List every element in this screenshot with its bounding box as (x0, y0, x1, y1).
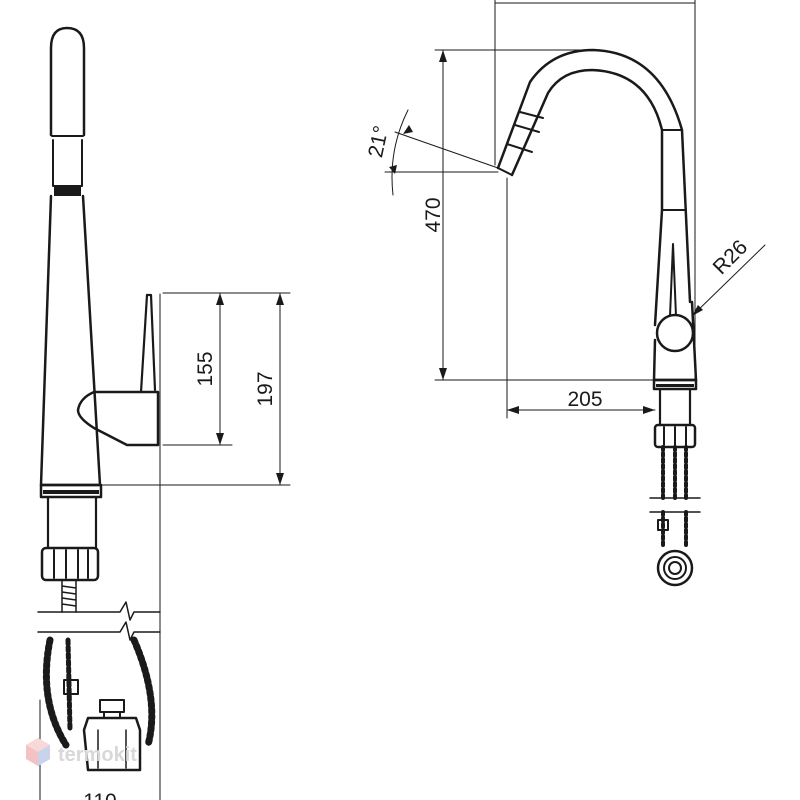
aerator (54, 186, 81, 196)
dim-110-label: 110 (83, 790, 116, 800)
dim-angle-label: 21° (364, 124, 393, 160)
watermark-text: termokit (58, 744, 137, 766)
hose-weight (82, 716, 142, 772)
faucet-body (39, 194, 102, 487)
lever-block (76, 390, 160, 447)
dim-155-label: 155 (194, 351, 217, 386)
hose-weight-front (656, 549, 694, 587)
dim-197-label: 197 (254, 371, 277, 406)
dim-205-label: 205 (567, 388, 602, 411)
cartridge-disk (655, 313, 695, 353)
mounting-nut (40, 546, 100, 582)
side-view (37, 26, 291, 800)
front-view (384, 0, 766, 587)
spout-head (49, 26, 86, 137)
coiled-hose-right (130, 636, 156, 749)
coiled-hose-left (42, 636, 70, 749)
dim-470-label: 470 (422, 197, 445, 232)
termokit-watermark: termokit (26, 738, 137, 766)
dim-radius-label: R26 (709, 236, 753, 280)
lever-handle (145, 293, 157, 392)
